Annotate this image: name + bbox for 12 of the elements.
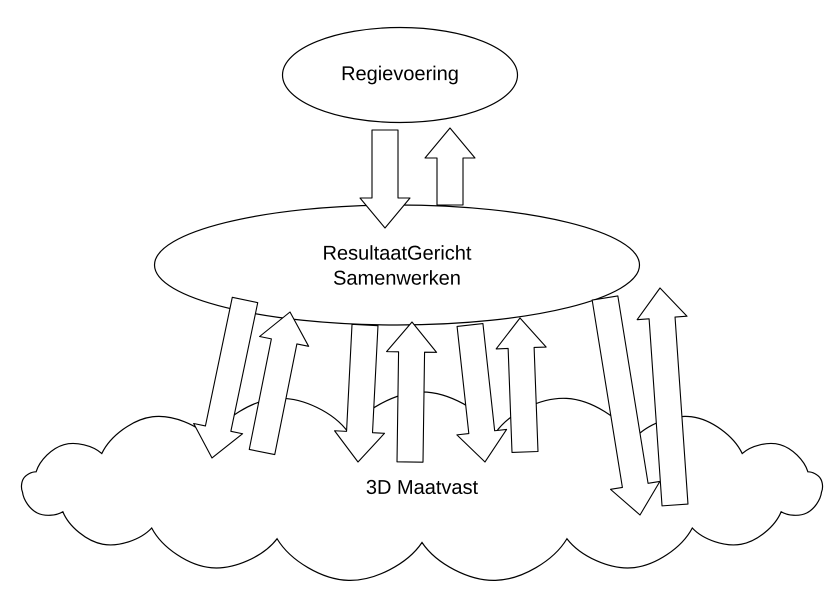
- block-arrow: [592, 295, 660, 516]
- block-arrow: [424, 127, 476, 206]
- block-arrow: [496, 317, 547, 454]
- block-arrow: [248, 311, 310, 456]
- block-arrow: [359, 129, 411, 229]
- block-arrow: [193, 296, 258, 459]
- block-arrow: [456, 323, 508, 463]
- block-arrow: [334, 324, 386, 463]
- ellipse-node: ResultaatGericht Samenwerken: [154, 204, 640, 326]
- ellipse-node: Regievoering: [282, 26, 518, 124]
- block-arrow: [386, 321, 438, 463]
- block-arrow: [636, 287, 689, 506]
